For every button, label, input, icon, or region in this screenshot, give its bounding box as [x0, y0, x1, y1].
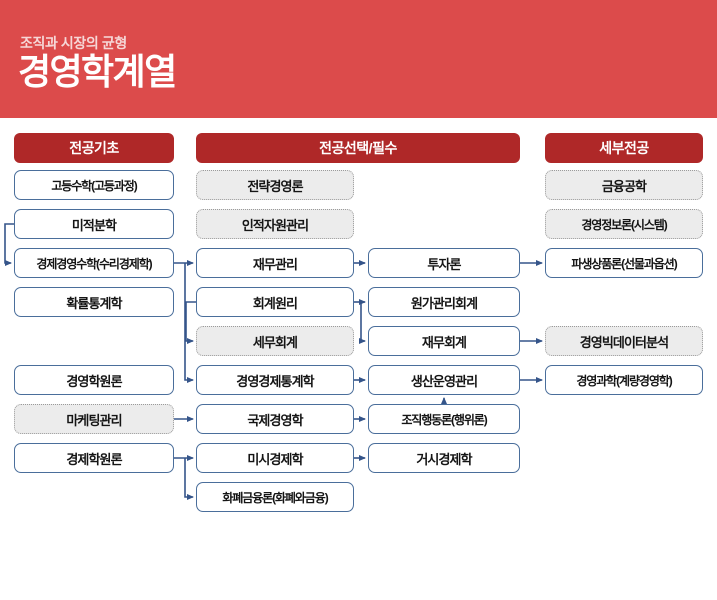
course-node[interactable]: 고등수학(고등과정) — [14, 170, 174, 200]
course-node[interactable]: 미적분학 — [14, 209, 174, 239]
course-node[interactable]: 경제경영수학(수리경제학) — [14, 248, 174, 278]
course-node[interactable]: 거시경제학 — [368, 443, 520, 473]
course-node[interactable]: 원가관리회계 — [368, 287, 520, 317]
course-node[interactable]: 확률통계학 — [14, 287, 174, 317]
course-node[interactable]: 전략경영론 — [196, 170, 354, 200]
banner-subtitle: 조직과 시장의 균형 — [20, 35, 127, 51]
course-node[interactable]: 재무회계 — [368, 326, 520, 356]
column-header-major-basics: 전공기초 — [14, 133, 174, 163]
course-node[interactable]: 금융공학 — [545, 170, 703, 200]
course-node[interactable]: 투자론 — [368, 248, 520, 278]
course-node[interactable]: 경영학원론 — [14, 365, 174, 395]
course-node[interactable]: 회계원리 — [196, 287, 354, 317]
course-node[interactable]: 국제경영학 — [196, 404, 354, 434]
page-banner: 조직과 시장의 균형 경영학계열 — [0, 0, 717, 118]
column-header-major-elective: 전공선택/필수 — [196, 133, 520, 163]
course-node[interactable]: 미시경제학 — [196, 443, 354, 473]
course-node[interactable]: 경영빅데이터분석 — [545, 326, 703, 356]
course-node[interactable]: 마케팅관리 — [14, 404, 174, 434]
page-title: 경영학계열 — [18, 51, 177, 92]
course-node[interactable]: 경영정보론(시스템) — [545, 209, 703, 239]
course-node[interactable]: 조직행동론(행위론) — [368, 404, 520, 434]
course-node[interactable]: 경영경제통계학 — [196, 365, 354, 395]
course-node[interactable]: 재무관리 — [196, 248, 354, 278]
course-node[interactable]: 화폐금융론(화폐와금융) — [196, 482, 354, 512]
course-node[interactable]: 경제학원론 — [14, 443, 174, 473]
column-header-specialization: 세부전공 — [545, 133, 703, 163]
course-node[interactable]: 세무회계 — [196, 326, 354, 356]
course-node[interactable]: 파생상품론(선물과옵션) — [545, 248, 703, 278]
course-node[interactable]: 경영과학(계량경영학) — [545, 365, 703, 395]
course-node[interactable]: 인적자원관리 — [196, 209, 354, 239]
course-node[interactable]: 생산운영관리 — [368, 365, 520, 395]
